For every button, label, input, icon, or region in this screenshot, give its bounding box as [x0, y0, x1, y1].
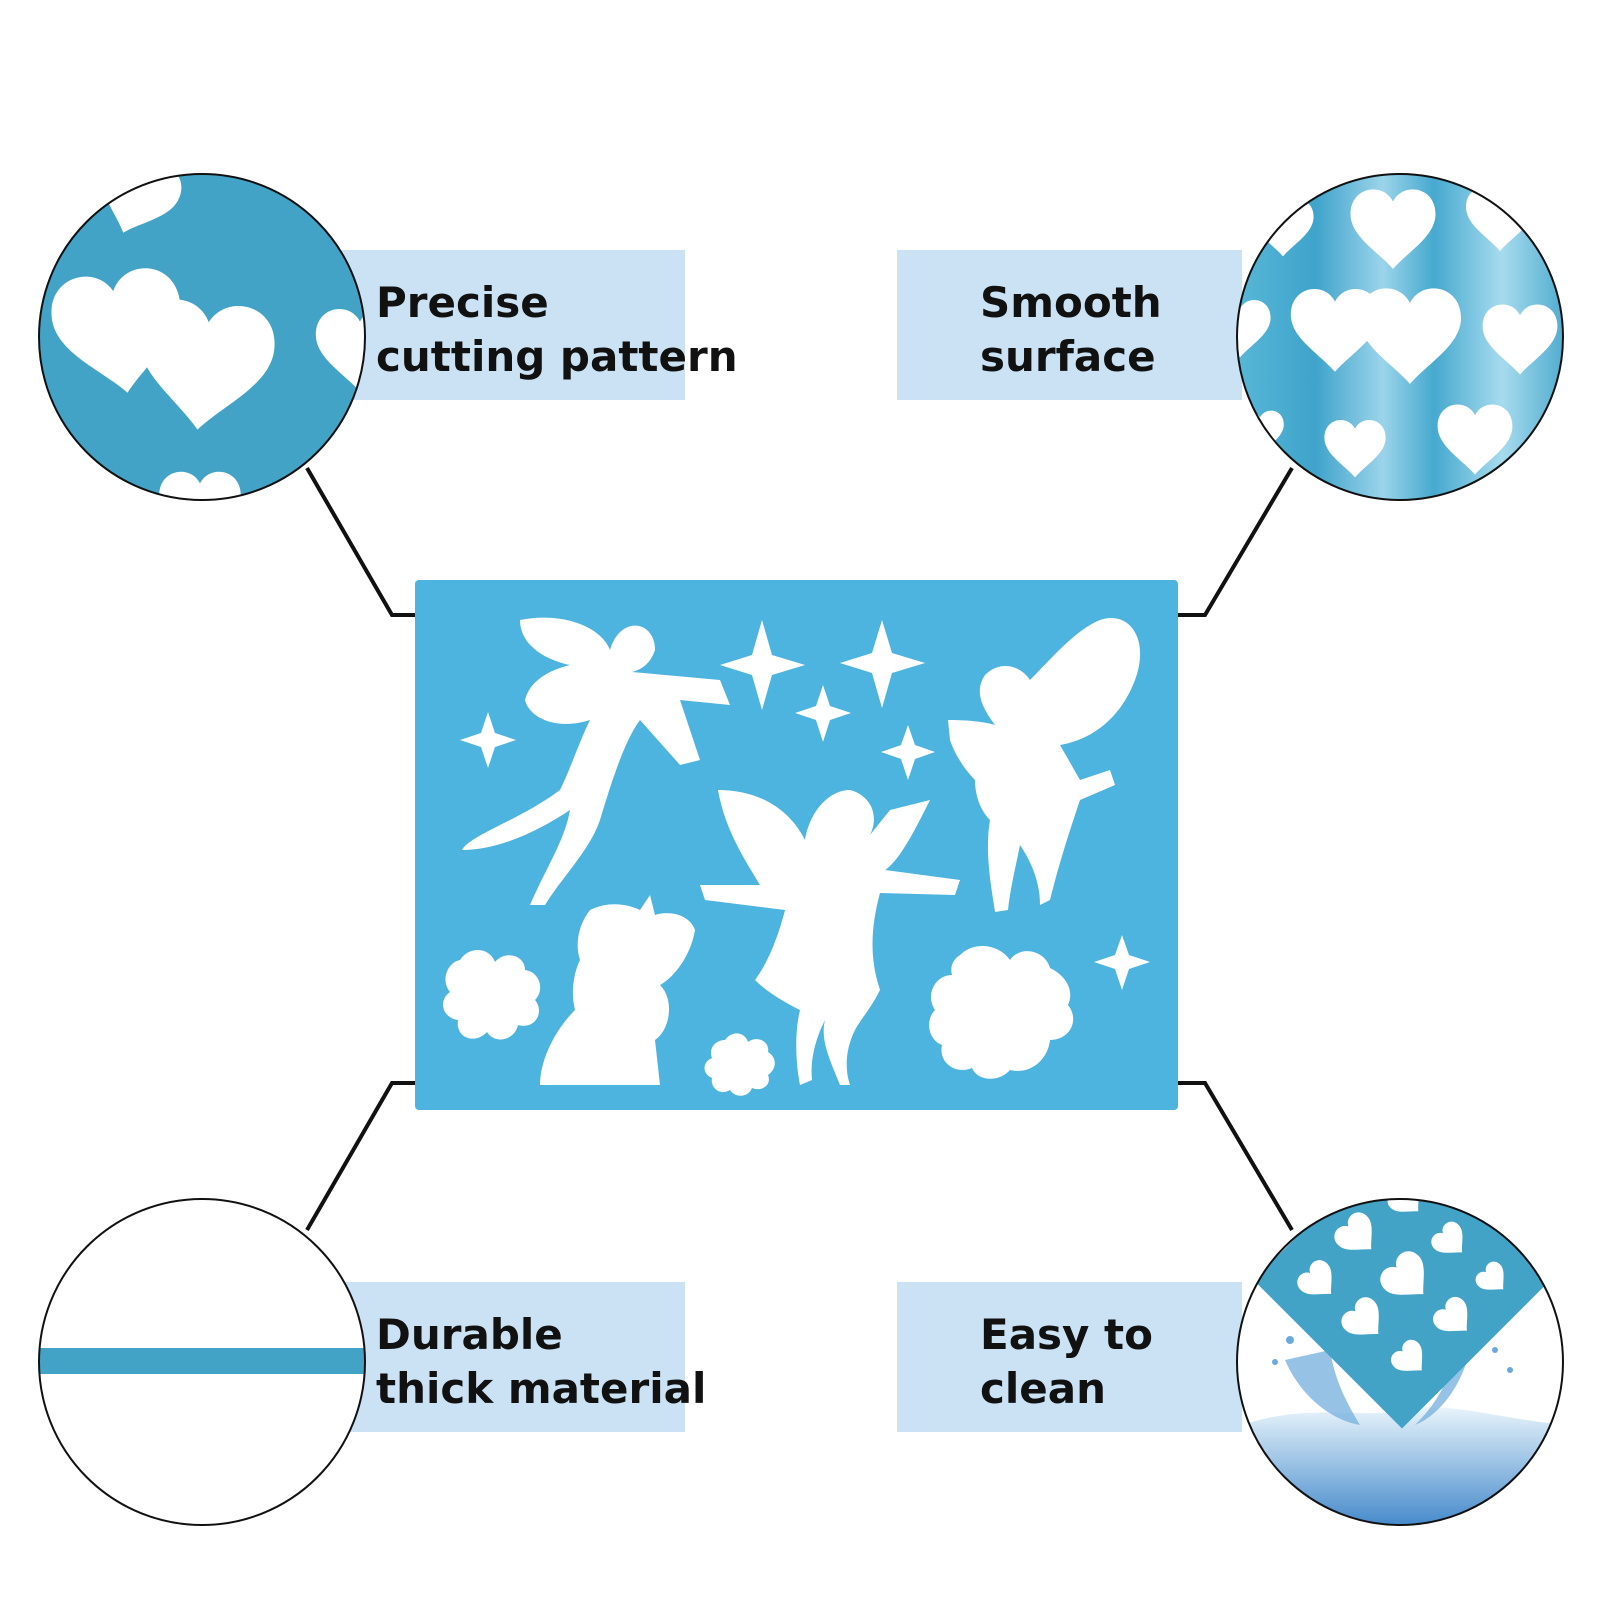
fairy-silhouette-icon: [462, 617, 730, 905]
feature-label-smooth: Smooth surface: [980, 276, 1162, 384]
fairy-silhouette-icon: [540, 895, 695, 1085]
star-icon: [840, 620, 925, 708]
feature-label-smooth-line2: surface: [980, 332, 1156, 381]
star-icon: [1094, 935, 1150, 990]
connector-top-left: [305, 466, 415, 617]
star-icon: [795, 685, 851, 742]
connector-lines: [305, 466, 1294, 1232]
hearts-closeup-icon: [38, 173, 366, 501]
feature-label-clean-line1: Easy to: [980, 1310, 1153, 1359]
label-box-durable: [340, 1282, 685, 1432]
connector-bottom-right: [1178, 1081, 1294, 1232]
shiny-hearts-icon: [1236, 173, 1564, 501]
star-icon: [720, 620, 805, 710]
fairy-stencil: [415, 580, 1178, 1110]
butterfly-icon: [929, 945, 1074, 1079]
feature-label-durable-line1: Durable: [376, 1310, 563, 1359]
feature-label-precise-line1: Precise: [376, 278, 549, 327]
connector-top-right: [1178, 466, 1294, 617]
fairy-silhouette-icon: [948, 618, 1141, 912]
fairy-silhouette-icon: [700, 790, 960, 1085]
feature-label-precise: Precise cutting pattern: [376, 276, 738, 384]
label-box-clean: [897, 1282, 1242, 1432]
water-splash-icon: [1236, 1198, 1564, 1526]
feature-label-clean: Easy to clean: [980, 1308, 1153, 1416]
star-icon: [881, 725, 935, 780]
flower-icon: [704, 1033, 775, 1096]
thickness-bar-icon: [38, 1198, 366, 1526]
feature-label-smooth-line1: Smooth: [980, 278, 1162, 327]
feature-label-precise-line2: cutting pattern: [376, 332, 738, 381]
flower-icon: [443, 950, 541, 1040]
label-box-precise: [340, 250, 685, 400]
label-box-smooth: [897, 250, 1242, 400]
star-icon: [460, 712, 516, 768]
feature-label-durable: Durable thick material: [376, 1308, 706, 1416]
connector-bottom-left: [305, 1081, 415, 1232]
feature-label-durable-line2: thick material: [376, 1364, 707, 1413]
feature-label-clean-line2: clean: [980, 1364, 1107, 1413]
